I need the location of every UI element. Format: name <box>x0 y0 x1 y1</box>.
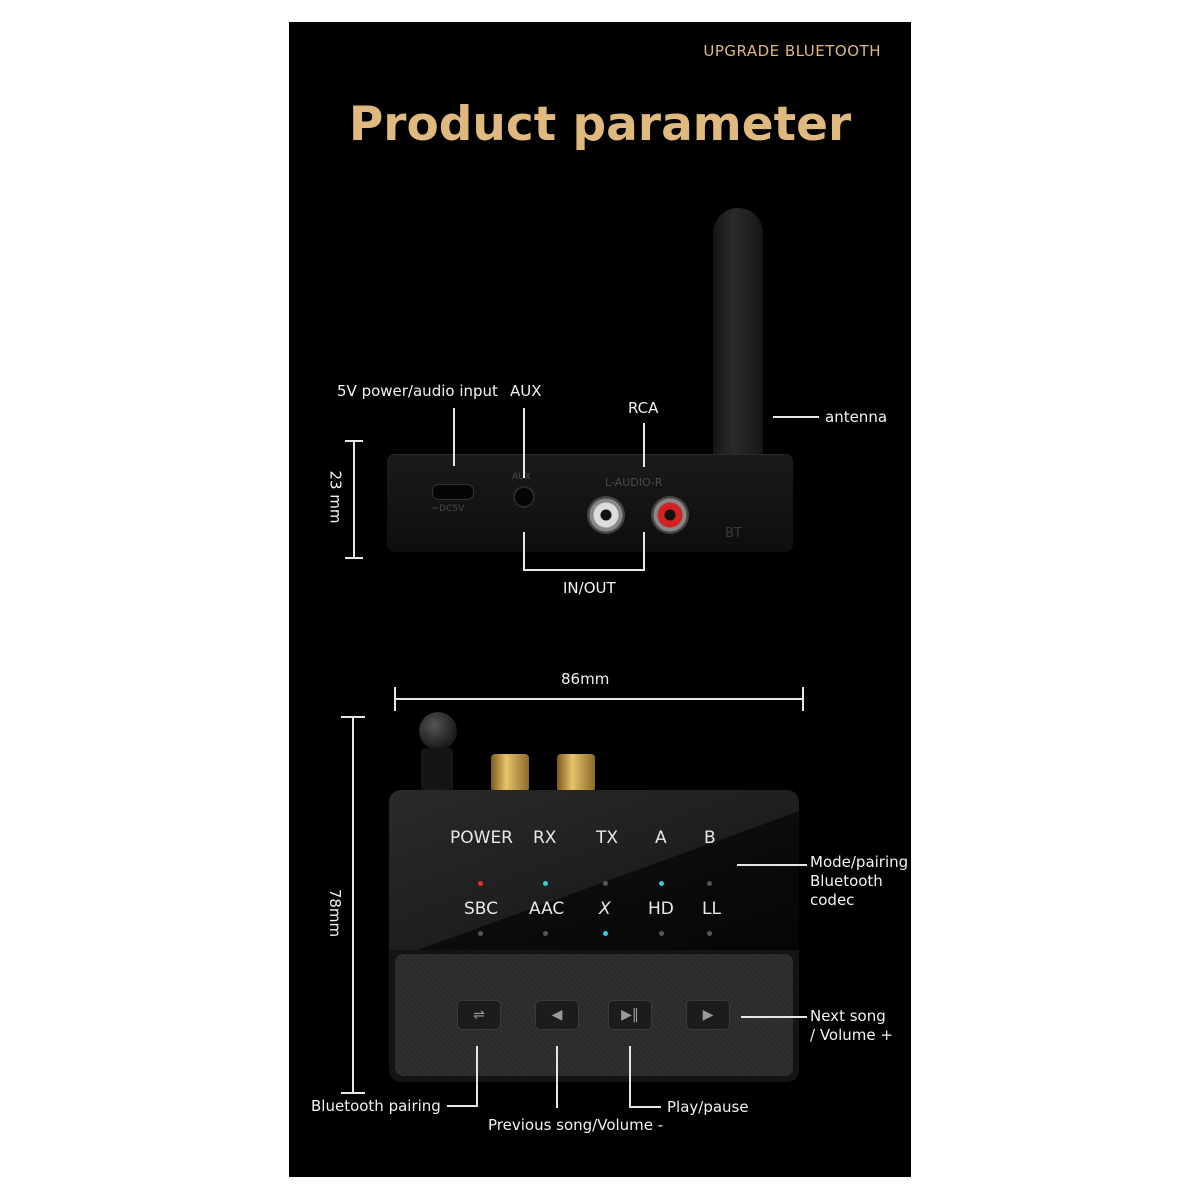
play-pause-icon: ▶‖ <box>621 1007 639 1023</box>
previous-icon: ◀ <box>551 1007 563 1023</box>
bt-print: BT <box>725 526 742 541</box>
audio-print: L-AUDIO-R <box>605 476 663 489</box>
led-sbc <box>478 931 483 936</box>
rca-callout-line <box>643 423 645 467</box>
pairing-callout-vertical <box>476 1046 478 1106</box>
width-dim-right <box>802 687 804 711</box>
height-dim-line <box>353 440 355 558</box>
antenna-stub <box>419 712 457 750</box>
power-callout-line <box>453 408 455 466</box>
antenna-callout-line <box>773 416 819 418</box>
mode-callout-line <box>737 864 807 866</box>
play-callout-horizontal <box>629 1106 661 1108</box>
aux-print: AUX <box>512 472 531 482</box>
led-rx <box>543 881 548 886</box>
aux-callout: AUX <box>510 382 542 400</box>
play-callout-vertical <box>629 1046 631 1108</box>
indicator-label-ll: LL <box>702 899 721 919</box>
led-tx <box>603 881 608 886</box>
led-codec-x <box>603 931 608 936</box>
next-button[interactable]: ▶ <box>686 1000 730 1030</box>
next-song-callout: Next song <box>810 1007 886 1025</box>
dc5v-print: ⎓DC5V <box>432 504 465 514</box>
height-dim-bottom <box>345 557 363 559</box>
led-ll <box>707 931 712 936</box>
depth-dimension: 78mm <box>326 888 345 938</box>
rca-red-jack <box>651 496 689 534</box>
next-callout-line <box>741 1016 807 1018</box>
device-rear-image: ⎓DC5V AUX L-AUDIO-R BT <box>387 454 793 552</box>
gold-rca-left <box>491 754 529 792</box>
product-panel: UPGRADE BLUETOOTH Product parameter ⎓DC5… <box>289 22 911 1177</box>
rca-white-jack <box>587 496 625 534</box>
mode-pairing-callout: Mode/pairing <box>810 853 909 871</box>
device-top-image: POWER RX TX A B SBC AAC X HD LL ⇌ ◀ ▶‖ ▶ <box>389 790 799 1082</box>
in-out-callout: IN/OUT <box>563 579 616 597</box>
play-pause-button[interactable]: ▶‖ <box>608 1000 652 1030</box>
play-pause-callout: Play/pause <box>667 1098 749 1116</box>
page-title: Product parameter <box>348 97 852 152</box>
indicator-label-power: POWER <box>450 828 513 848</box>
indicator-label-sbc: SBC <box>464 899 499 919</box>
previous-song-callout: Previous song/Volume - <box>488 1116 664 1134</box>
in-out-bracket-left <box>523 532 525 570</box>
led-power <box>478 881 483 886</box>
led-b <box>707 881 712 886</box>
bluetooth-pairing-callout: Bluetooth pairing <box>311 1097 441 1115</box>
in-out-bracket-right <box>643 532 645 570</box>
codec-callout-line1: Bluetooth <box>810 872 883 890</box>
led-hd <box>659 931 664 936</box>
indicator-label-hd: HD <box>648 899 674 919</box>
led-a <box>659 881 664 886</box>
pairing-callout-horizontal <box>447 1105 478 1107</box>
indicator-label-aac: AAC <box>529 899 565 919</box>
prev-callout-line <box>556 1046 558 1108</box>
rca-callout: RCA <box>628 399 659 417</box>
led-aac <box>543 931 548 936</box>
next-icon: ▶ <box>702 1007 714 1023</box>
aux-jack <box>513 486 535 508</box>
upgrade-badge: UPGRADE BLUETOOTH <box>703 42 881 60</box>
width-dimension: 86mm <box>561 670 610 688</box>
codec-callout-line2: codec <box>810 891 855 909</box>
indicator-label-rx: RX <box>533 828 557 848</box>
depth-dim-line <box>352 716 354 1094</box>
gold-rca-right <box>557 754 595 792</box>
in-out-bracket-bottom <box>523 569 645 571</box>
depth-dim-bottom <box>341 1092 365 1094</box>
previous-button[interactable]: ◀ <box>535 1000 579 1030</box>
antenna-callout: antenna <box>825 408 888 426</box>
usb-c-port <box>432 484 474 500</box>
indicator-label-x: X <box>599 899 611 919</box>
indicator-glass-panel <box>389 790 799 950</box>
indicator-label-b: B <box>704 828 716 848</box>
volume-up-callout: / Volume + <box>810 1026 893 1044</box>
fabric-button-panel <box>395 954 793 1076</box>
antenna-base <box>421 748 453 792</box>
width-dim-line <box>394 698 804 700</box>
pairing-icon: ⇌ <box>473 1007 485 1023</box>
pairing-button[interactable]: ⇌ <box>457 1000 501 1030</box>
indicator-label-tx: TX <box>596 828 619 848</box>
indicator-label-a: A <box>655 828 667 848</box>
power-input-callout: 5V power/audio input <box>337 382 498 400</box>
height-dimension: 23 mm <box>326 470 345 524</box>
aux-callout-line <box>523 408 525 478</box>
